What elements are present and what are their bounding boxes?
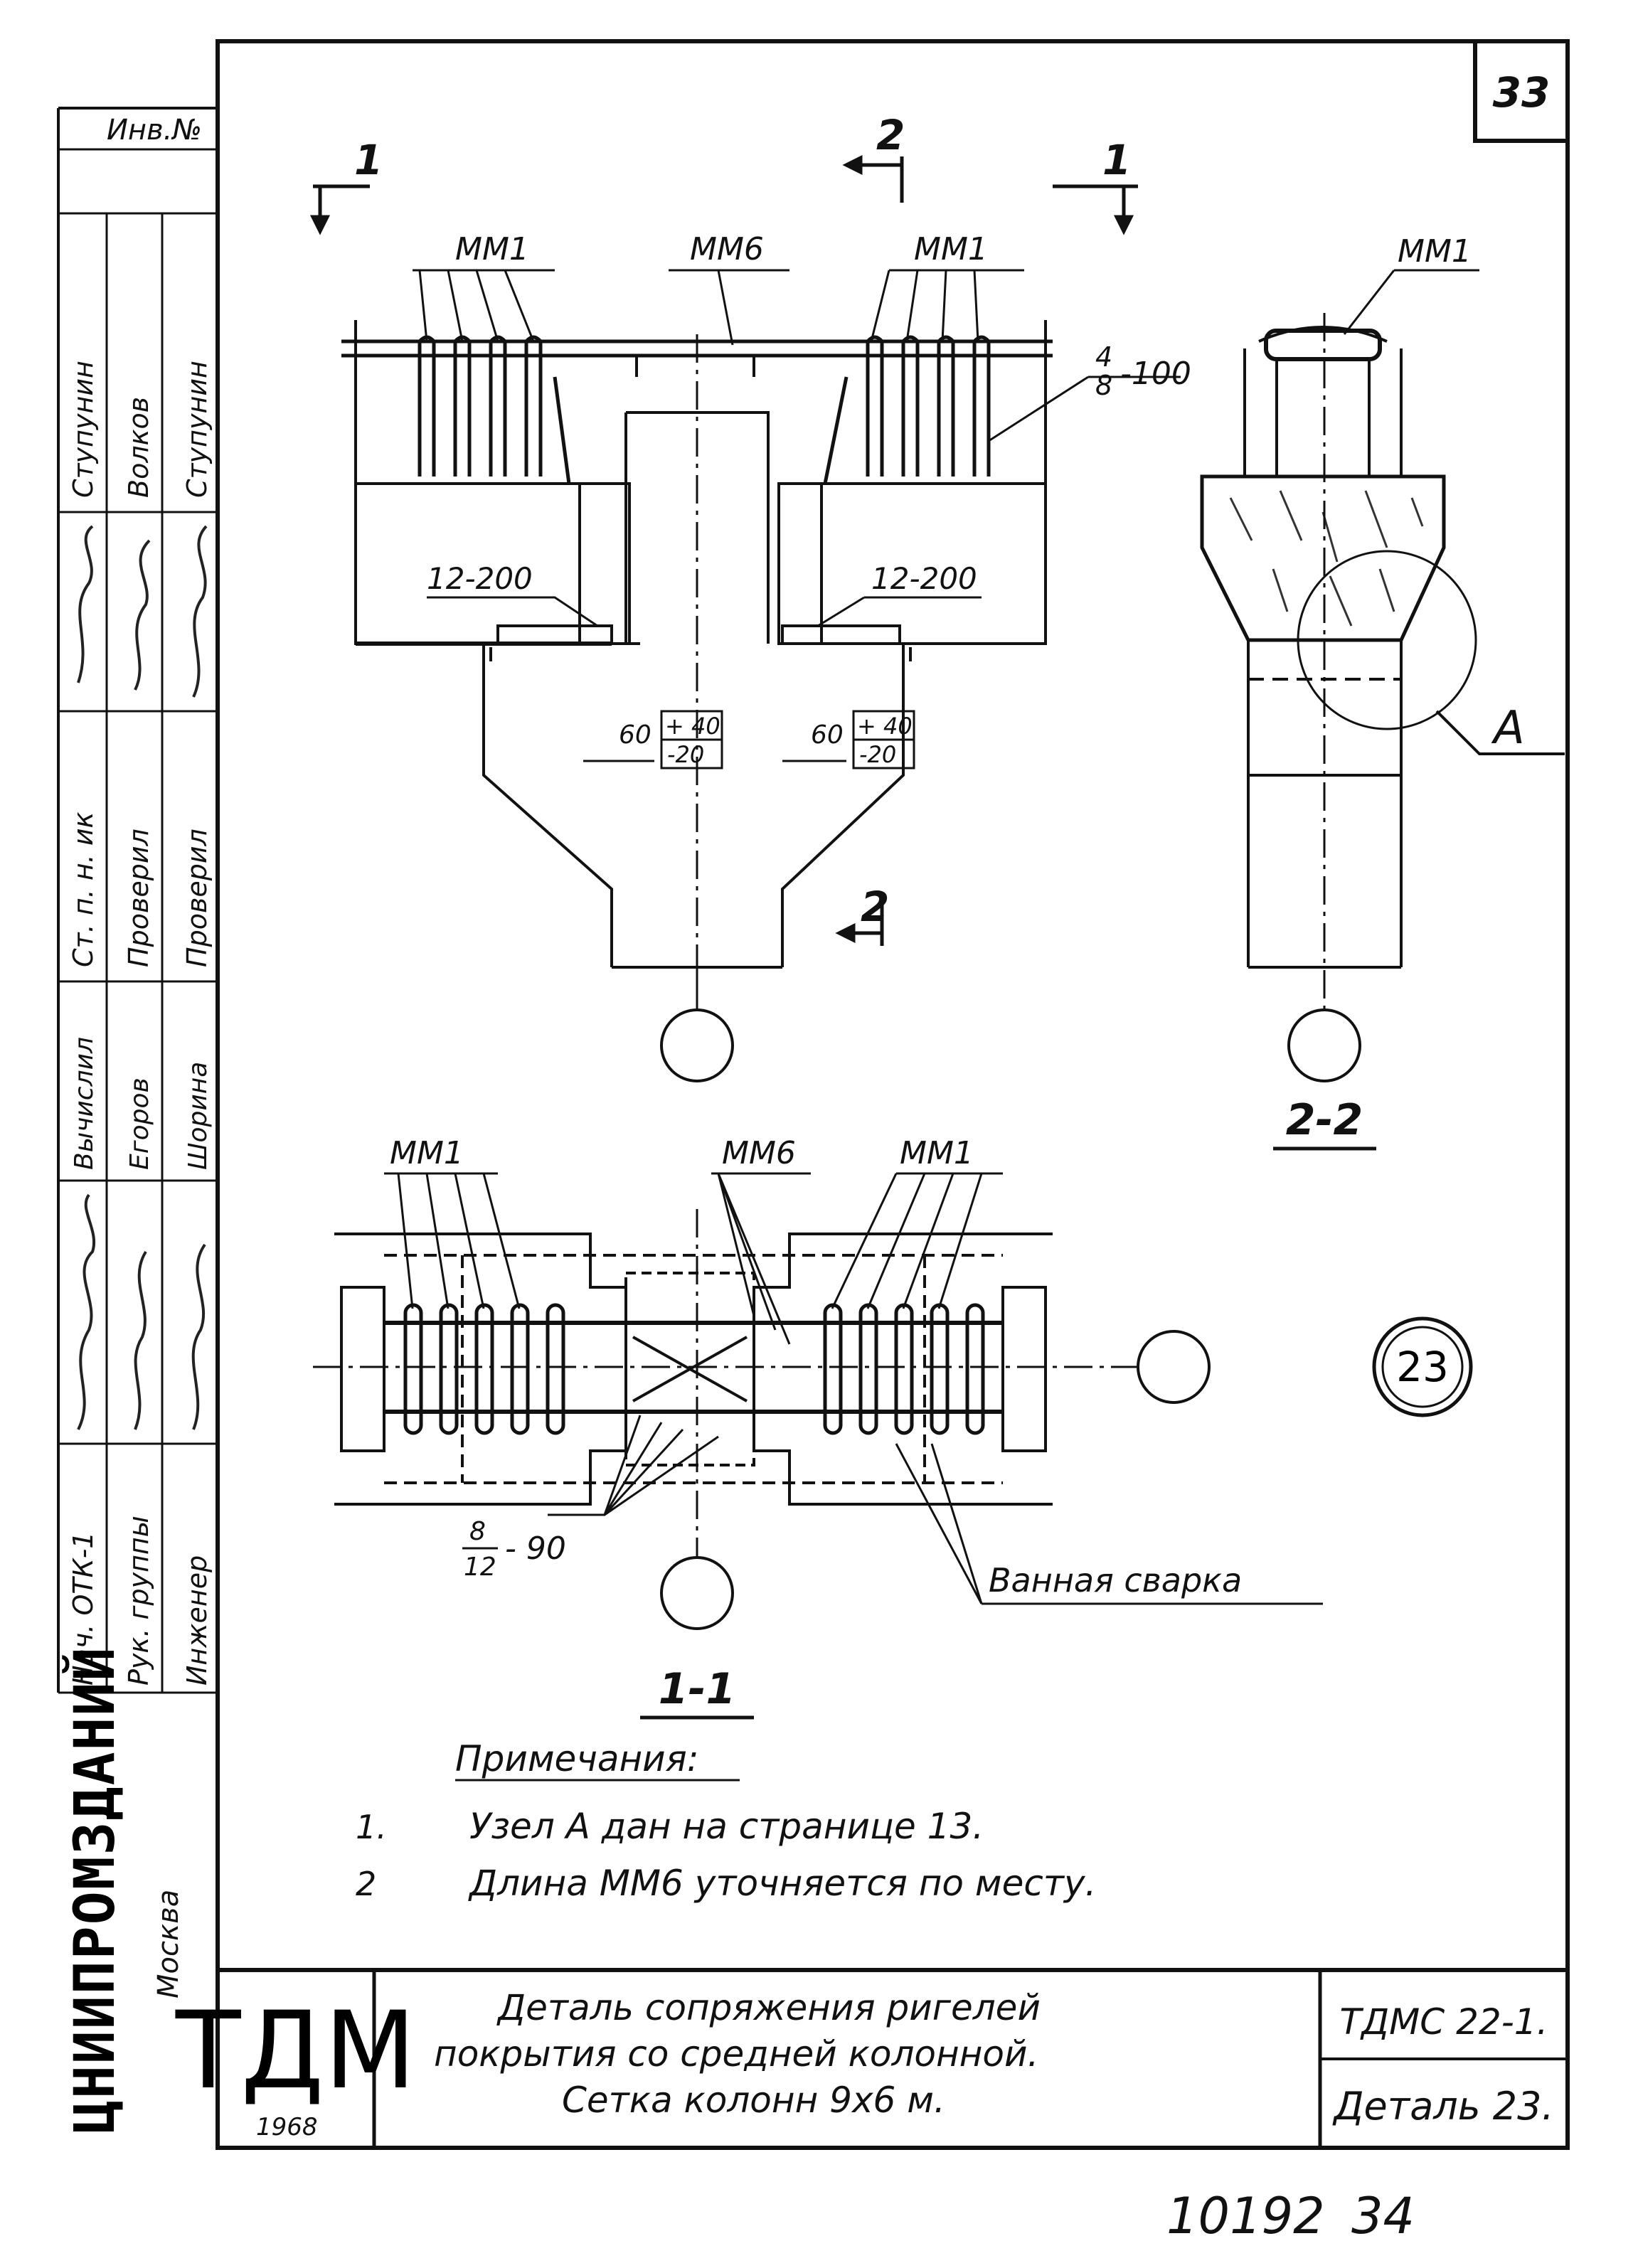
stamp-name-3: Ступунин	[181, 361, 213, 498]
stamp-name-4: Проверил	[123, 829, 154, 967]
tol-right-top: + 40	[857, 713, 913, 740]
tol-left-bottom: -20	[667, 741, 704, 768]
section-mark-1-right: 1	[1102, 136, 1131, 184]
axis-bubble-plan-right	[1137, 1330, 1211, 1404]
stamp-role-2: Рук. группы	[123, 1516, 154, 1686]
stirrup-tail: - 90	[505, 1530, 566, 1567]
tolerance-dims	[583, 710, 915, 770]
org-city: Москва	[152, 1890, 185, 1998]
plan-view-leaders	[384, 1172, 1323, 1605]
node-a-label: А	[1491, 702, 1525, 755]
section-mark-2-bottom: 2	[861, 883, 889, 931]
stamp-signatures	[77, 525, 208, 1430]
sheet-frame	[216, 39, 1570, 2150]
notes-heading: Примечания:	[455, 1738, 699, 1779]
plan-view	[334, 1233, 1053, 1506]
title-detail: Деталь 23.	[1332, 2084, 1553, 2129]
dim-right: 60	[811, 720, 844, 750]
stirrup-den: 12	[464, 1553, 496, 1582]
plan-mm1-right-label: ММ1	[900, 1135, 974, 1171]
stamp-role-4: Ст. п. н. ик	[68, 811, 99, 967]
detail-number-outer	[1372, 1316, 1473, 1417]
title-line-1: Деталь сопряжения ригелей	[496, 1987, 1041, 2028]
note-2-num: 2	[356, 1865, 376, 1903]
tol-right-bottom: -20	[859, 741, 896, 768]
dim-left: 60	[619, 720, 652, 750]
section-mark-1-left: 1	[354, 136, 383, 184]
tol-left-top: + 40	[665, 713, 720, 740]
side-mm1-label: ММ1	[1398, 233, 1472, 270]
stamp-name2-4: Проверил	[181, 829, 213, 967]
archive-number: 10192	[1166, 2187, 1325, 2245]
section-1-1-title: 1-1	[659, 1664, 735, 1714]
top-view-leaders	[413, 269, 1181, 627]
axis-bubble-side	[1287, 1008, 1361, 1082]
title-line-2: покрытия со средней колонной.	[434, 2033, 1038, 2075]
top-view-loops	[418, 335, 991, 484]
tdm-logo: ТДМ	[175, 1989, 416, 2113]
axis-bubble-plan-bottom	[660, 1556, 734, 1630]
org-name: ЦНИИПРОМЗДАНИЙ	[62, 1646, 127, 2134]
note-1-num: 1.	[356, 1808, 387, 1846]
stamp-name-2: Волков	[123, 397, 154, 498]
stamp-role-3: Инженер	[181, 1555, 213, 1686]
title-year: 1968	[256, 2113, 318, 2141]
stamp-name-5: Егоров	[125, 1077, 154, 1170]
weld-note: Ванная сварка	[989, 1561, 1242, 1599]
section-marks	[309, 154, 1138, 946]
plan-mm1-left-label: ММ1	[390, 1135, 464, 1171]
inv-label: Инв.№	[107, 114, 202, 147]
plan-mm6-label: ММ6	[722, 1135, 796, 1171]
top-mm1-left-label: ММ1	[455, 231, 529, 267]
title-line-3: Сетка колонн 9х6 м.	[562, 2080, 945, 2121]
top-mm1-right-label: ММ1	[914, 231, 988, 267]
section-2-2-title: 2-2	[1286, 1095, 1363, 1145]
note-2-text: Длина ММ6 уточняется по месту.	[468, 1863, 1096, 1904]
corbel-hatch	[1229, 490, 1424, 627]
page-number: 33	[1493, 68, 1551, 117]
plan-view-rings	[403, 1303, 985, 1435]
left-stamp	[57, 107, 218, 1694]
section-mark-2-top: 2	[876, 111, 905, 159]
rebar-note-den: 8	[1095, 370, 1112, 401]
stamp-role-5: Вычислил	[70, 1037, 99, 1170]
stamp-name2-5: Шорина	[184, 1062, 213, 1170]
mesh-right-label: 12-200	[871, 561, 977, 596]
side-mm1-leader	[1343, 269, 1479, 335]
sheet-index: 34	[1351, 2187, 1415, 2245]
rebar-note-num: 4	[1095, 341, 1112, 373]
stamp-role-1: Нач. ОТК-1	[68, 1532, 99, 1686]
side-view	[1200, 326, 1565, 969]
top-mm6-label: ММ6	[690, 231, 764, 267]
stamp-name-1: Ступунин	[68, 361, 99, 498]
detail-number: 23	[1396, 1343, 1449, 1391]
rebar-note-tail: -100	[1120, 356, 1191, 392]
note-1-text: Узел А дан на странице 13.	[469, 1806, 984, 1847]
stirrup-num: 8	[469, 1517, 486, 1546]
axis-bubble-top	[660, 1008, 734, 1082]
detail-number-inner	[1381, 1326, 1464, 1408]
mesh-left-label: 12-200	[427, 561, 533, 596]
title-code: ТДМС 22-1.	[1340, 2001, 1548, 2043]
